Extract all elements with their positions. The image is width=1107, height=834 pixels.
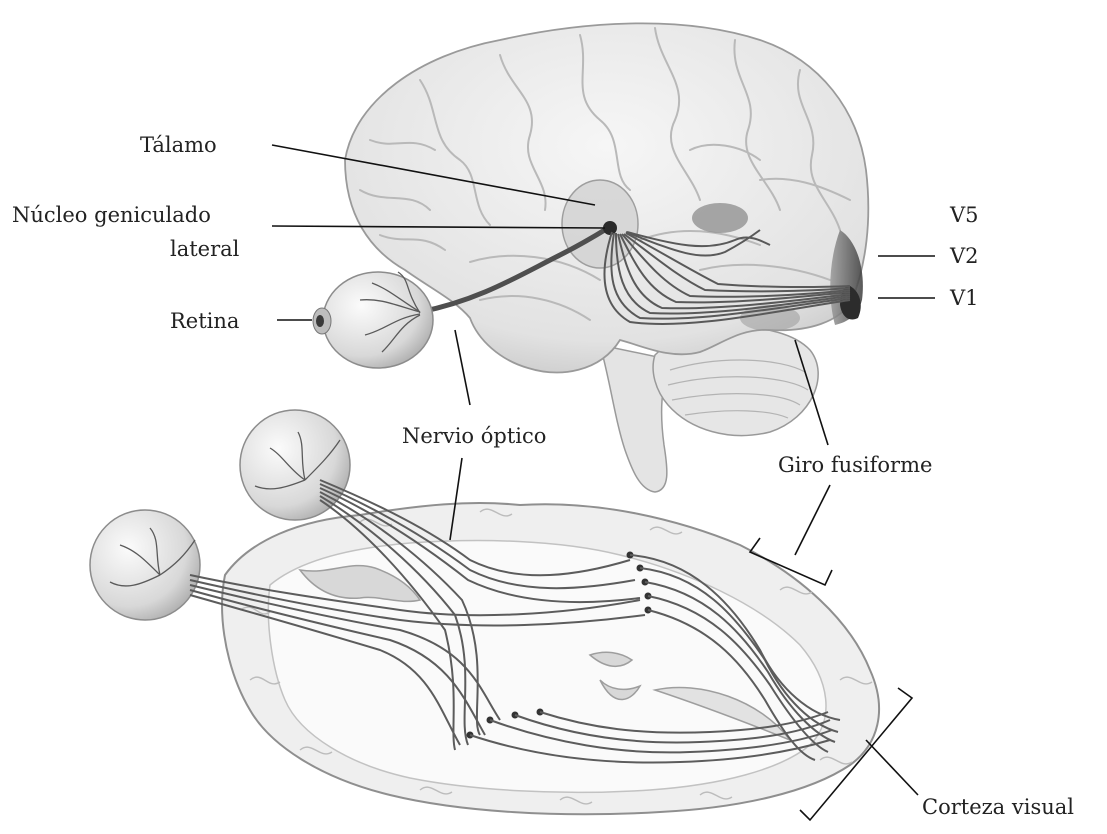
- label-retina: Retina: [170, 308, 239, 334]
- label-talamo: Tálamo: [140, 132, 217, 158]
- leader-giro-section: [795, 485, 830, 555]
- label-v5: V5: [950, 202, 979, 228]
- leader-corteza: [866, 740, 918, 795]
- lateral-geniculate-nucleus: [603, 221, 617, 235]
- sagittal-brain: [313, 23, 868, 492]
- label-nervio-optico: Nervio óptico: [402, 423, 546, 449]
- thalamus: [562, 180, 638, 268]
- eye-sagittal: [313, 272, 433, 368]
- label-v1: V1: [950, 285, 979, 311]
- eye-section-lower: [90, 510, 200, 620]
- v5-area: [692, 203, 748, 233]
- horizontal-brain-section: [90, 410, 879, 814]
- label-v2: V2: [950, 243, 979, 269]
- label-nucleo-line2: lateral: [170, 236, 239, 262]
- label-nucleo-line1: Núcleo geniculado: [12, 202, 211, 228]
- label-giro-fusiforme: Giro fusiforme: [778, 452, 932, 478]
- label-corteza-visual: Corteza visual: [922, 794, 1074, 820]
- leader-nervio-sagittal: [455, 330, 470, 405]
